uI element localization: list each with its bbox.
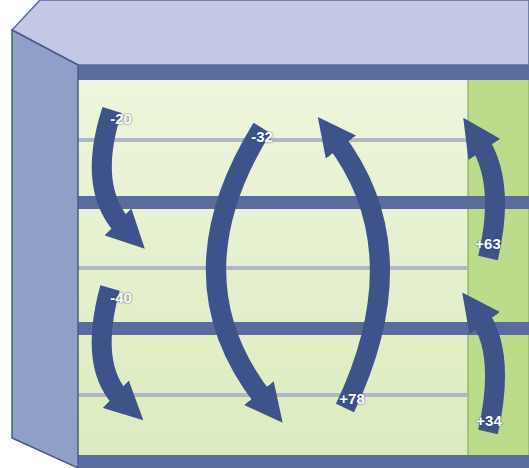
shelf-edge — [78, 322, 529, 335]
back-wall — [78, 65, 529, 457]
shelf-edge — [78, 196, 529, 209]
callout-number: +63 — [475, 235, 500, 252]
shelf-edge — [78, 65, 529, 80]
callout-number: -32 — [251, 128, 273, 145]
top-panel — [12, 0, 529, 65]
callout-number: +34 — [476, 412, 501, 429]
shelf-line — [78, 138, 468, 142]
side-panel — [12, 30, 78, 468]
right-wall — [468, 65, 529, 457]
callout-number: +78 — [339, 390, 364, 407]
callout-number: -40 — [110, 289, 132, 306]
flow-arrow — [334, 138, 380, 408]
flow-arrow — [216, 128, 266, 402]
callout-number: -20 — [110, 110, 132, 127]
shelf-line — [78, 266, 468, 270]
flow-arrow — [102, 110, 126, 230]
shelf-edge — [78, 455, 529, 468]
